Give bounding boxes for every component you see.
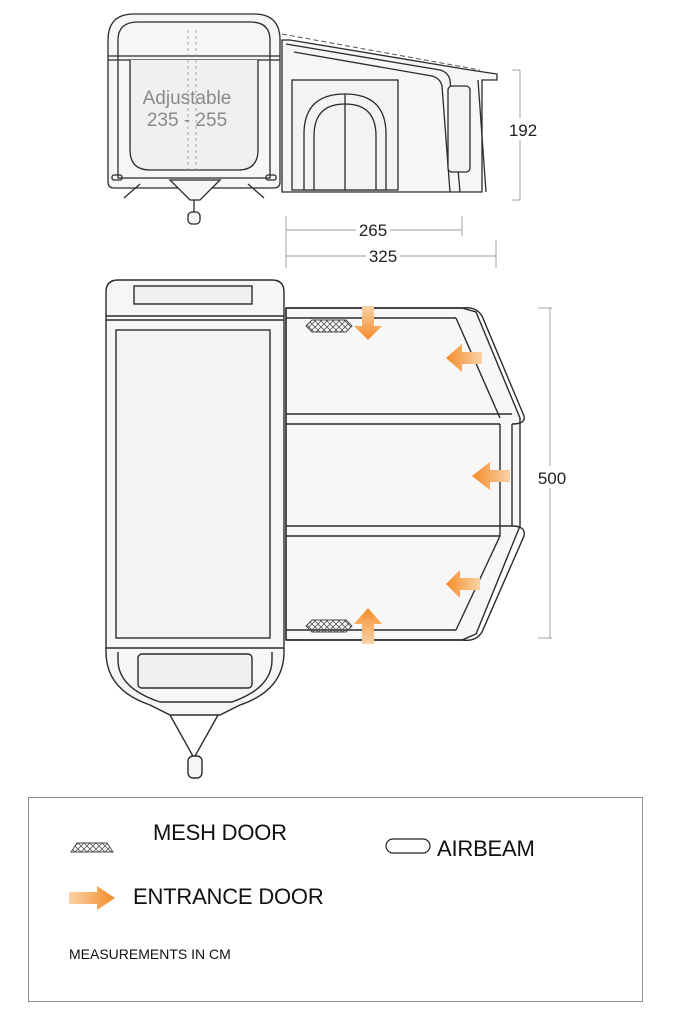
entrance-arrow-right [472, 462, 510, 490]
caravan-front [107, 13, 281, 225]
legend-box: MESH DOOR AIRBEAM ENTRANCE DOOR MEASUREM… [28, 797, 643, 1002]
units-note: MEASUREMENTS IN CM [69, 946, 231, 962]
entrance-arrow-bottom [354, 608, 382, 644]
adjustable-label-line2: 235 - 255 [147, 110, 227, 131]
width-label: 500 [538, 469, 566, 488]
entrance-arrow-icon [69, 886, 115, 910]
airbeam-icon [385, 838, 431, 854]
adjustable-label-line1: Adjustable [143, 88, 232, 109]
entrance-arrow-top [354, 306, 382, 340]
caravan-plan [105, 279, 285, 779]
awning-side [281, 33, 498, 193]
height-label: 192 [509, 121, 537, 140]
airbeam-label: AIRBEAM [437, 836, 535, 861]
depth-outer-label: 325 [369, 247, 397, 266]
awning-diagram: Adjustable 235 - 255 192 265 325 [105, 13, 567, 779]
entrance-arrow-upper-right [446, 344, 482, 372]
mesh-door-label: MESH DOOR [153, 820, 287, 845]
plan-view [105, 279, 552, 779]
entrance-arrow-lower-right [446, 570, 480, 598]
entrance-door-label: ENTRANCE DOOR [133, 884, 324, 909]
side-view [107, 13, 521, 268]
mesh-door-bottom [305, 619, 353, 633]
depth-inner-label: 265 [359, 221, 387, 240]
mesh-door-icon [70, 842, 114, 853]
mesh-door-top [305, 319, 353, 333]
